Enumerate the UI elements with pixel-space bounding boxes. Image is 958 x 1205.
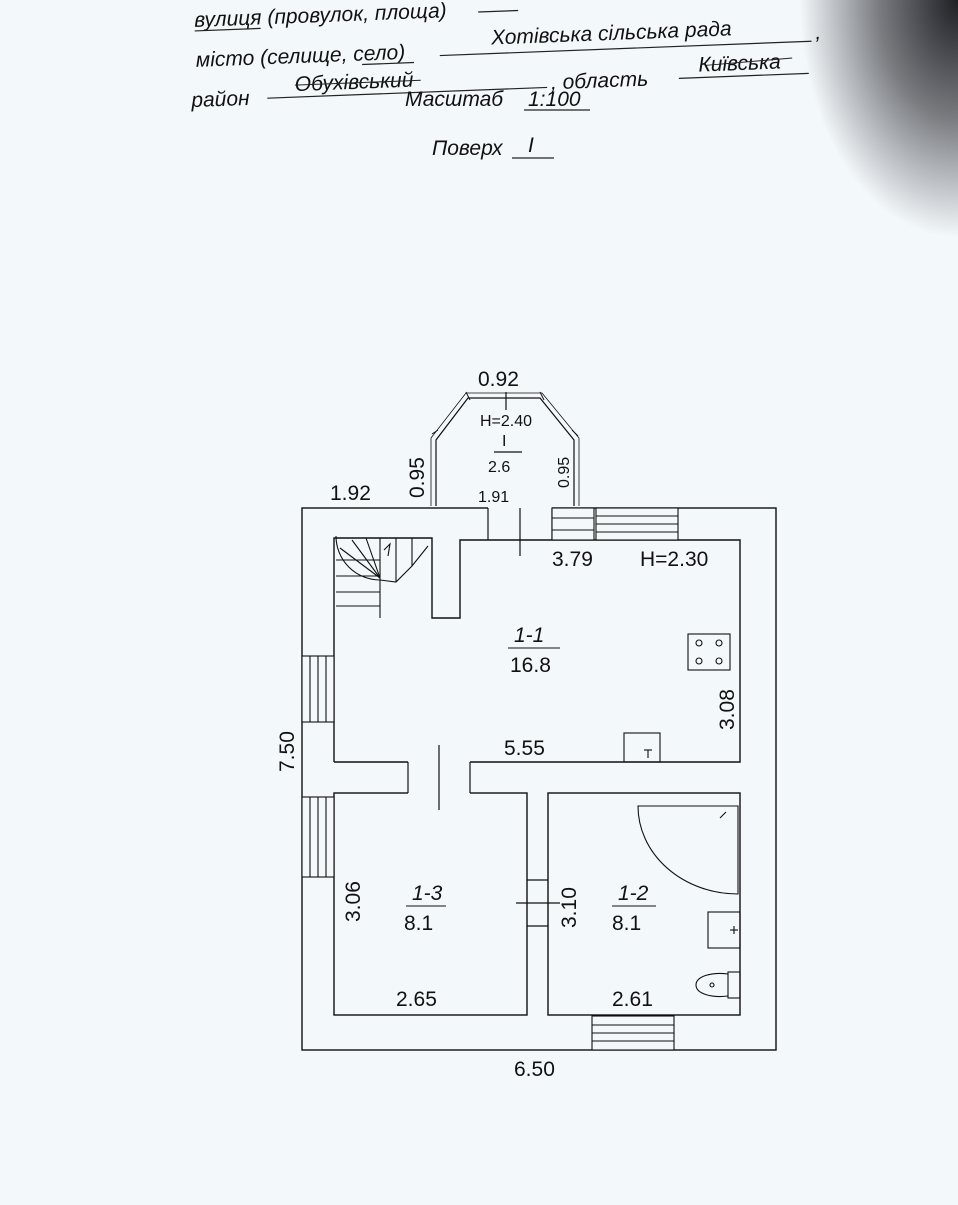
region-label: , область xyxy=(550,68,648,95)
outer-top-left-width: 1.92 xyxy=(330,482,371,505)
district-label: район xyxy=(190,87,251,112)
outer-total-width: 6.50 xyxy=(514,1058,555,1081)
openings xyxy=(407,507,560,927)
porch-base-width: 1.91 xyxy=(478,489,509,506)
room-1-3-height: 3.06 xyxy=(342,881,365,922)
room-1-1-top-width: 3.79 xyxy=(552,548,593,571)
toilet-icon xyxy=(695,971,741,999)
window-left-upper xyxy=(301,655,335,723)
city-value: Хотівська сільська рада xyxy=(490,17,732,49)
porch-top-width: 0.92 xyxy=(478,368,519,391)
city-comma: , xyxy=(815,21,822,44)
window-top-left xyxy=(551,507,595,541)
scale-label: Масштаб xyxy=(405,88,504,111)
floor-value: I xyxy=(528,134,534,157)
room-1-3-area: 8.1 xyxy=(404,912,433,935)
street-label: вулиця (провулок, площа) xyxy=(194,0,447,32)
city-label: місто (селище, село) xyxy=(195,41,405,72)
room-1-1-id: 1-1 xyxy=(514,624,544,647)
porch-side-right: 0.95 xyxy=(556,457,573,488)
room-1-1-area: 16.8 xyxy=(510,654,551,677)
windows xyxy=(301,507,679,1051)
room-1-1-bottom-width: 5.55 xyxy=(504,737,545,760)
region-value: Київська xyxy=(698,50,781,76)
stove-icon xyxy=(687,633,731,671)
room-1-1-outline xyxy=(333,537,741,763)
outer-total-height: 7.50 xyxy=(276,731,299,772)
scale-line: Масштаб 1:100 xyxy=(405,88,590,111)
room-1-1-ceiling: H=2.30 xyxy=(640,548,708,571)
room-1-2-area: 8.1 xyxy=(612,912,641,935)
spiral-stair-icon xyxy=(335,535,429,618)
room-1-1-right-height: 3.08 xyxy=(716,689,739,730)
outer-wall xyxy=(301,507,777,1051)
porch-id: I xyxy=(502,433,506,450)
walls xyxy=(301,507,777,1051)
window-left-lower xyxy=(301,796,335,878)
window-top-right xyxy=(595,507,679,541)
room-1-2-id: 1-2 xyxy=(618,882,649,905)
porch-area: 2.6 xyxy=(488,459,510,476)
room-1-3-id: 1-3 xyxy=(412,882,443,905)
room-1-2-height: 3.10 xyxy=(558,887,581,928)
room-1-2-outline xyxy=(547,792,741,1016)
porch-side-left: 0.95 xyxy=(406,457,429,498)
sink-icon xyxy=(623,732,661,763)
document-header: вулиця (провулок, площа) місто (селище, … xyxy=(190,0,822,112)
porch-outline xyxy=(435,397,575,506)
room-1-3-width: 2.65 xyxy=(396,988,437,1011)
washbasin-icon xyxy=(707,911,741,949)
floor-label: Поверх xyxy=(432,137,504,160)
plan-labels: 0.92 H=2.40 I 2.6 0.95 0.95 1.91 1.92 7.… xyxy=(276,368,739,1081)
window-bottom xyxy=(591,1015,675,1051)
fixtures xyxy=(335,535,741,999)
scale-value: 1:100 xyxy=(528,88,581,111)
porch-height: H=2.40 xyxy=(480,413,532,430)
porch xyxy=(430,391,580,506)
shower-icon xyxy=(637,805,739,895)
floor-line: Поверх I xyxy=(432,134,554,160)
room-1-2-width: 2.61 xyxy=(612,988,653,1011)
